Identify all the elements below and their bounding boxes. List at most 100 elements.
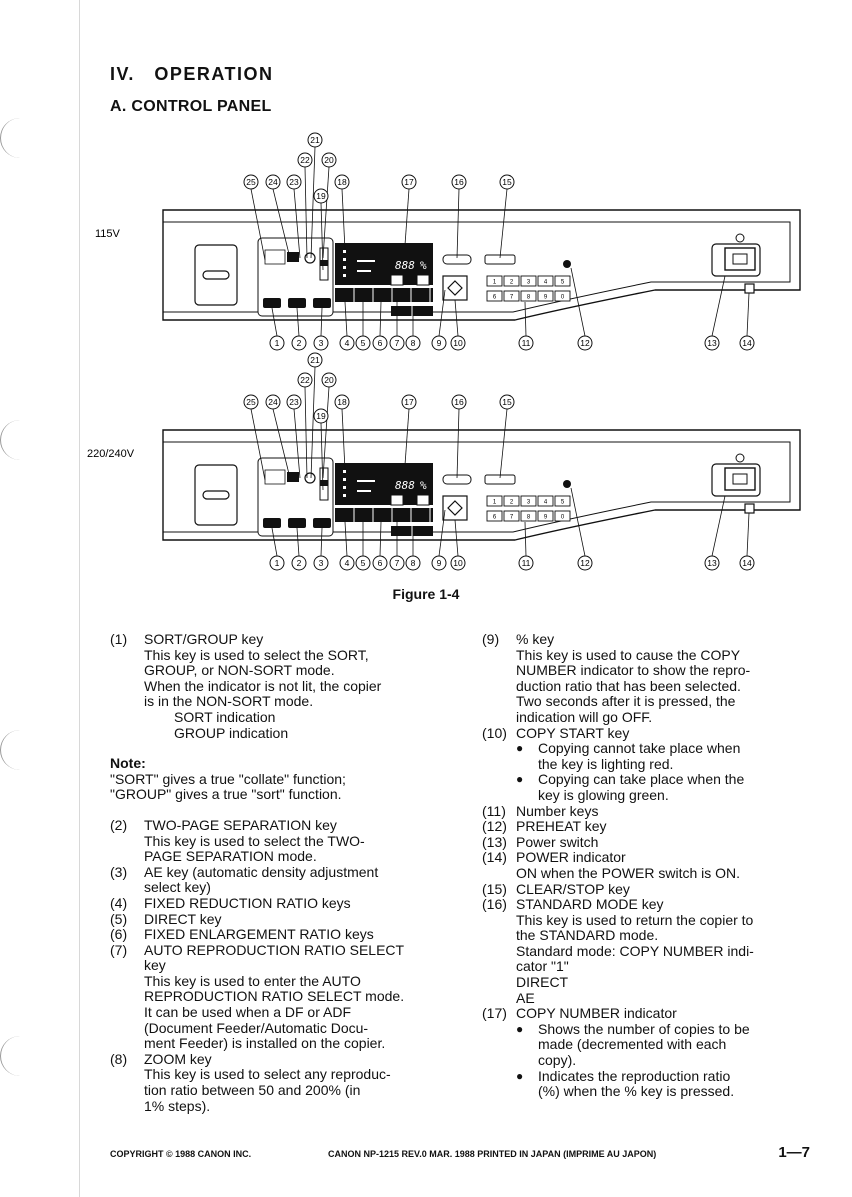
callout-label: 10	[453, 338, 463, 348]
callout-label: 18	[337, 397, 347, 407]
bullet-continuation: copy).	[538, 1052, 577, 1069]
percent-key	[390, 494, 404, 506]
item-title: COPY START key	[516, 724, 630, 741]
note-line: "SORT" gives a true "collate" function;	[110, 770, 346, 787]
callout-label: 8	[411, 558, 416, 568]
callout-label: 20	[324, 375, 334, 385]
item-title: FIXED REDUCTION RATIO keys	[144, 894, 351, 911]
number-key-label: 9	[544, 295, 548, 301]
key-description-item: (14)POWER indicator	[482, 850, 812, 866]
callout-label: 9	[437, 558, 442, 568]
number-key	[520, 495, 537, 507]
footer-document-info: CANON NP-1215 REV.0 MAR. 1988 PRINTED IN…	[328, 1149, 657, 1159]
description-line: indication will go OFF.	[516, 708, 653, 725]
number-key-label: 7	[510, 295, 514, 301]
callout-number: 8	[405, 555, 421, 571]
description-line: key	[144, 957, 166, 974]
number-key-label: 4	[544, 500, 548, 506]
callout-label: 13	[707, 338, 717, 348]
callout-number: 13	[704, 555, 720, 571]
callout-number: 17	[401, 394, 417, 410]
bullet-continuation: made (decremented with each	[538, 1036, 727, 1053]
item-title: AE key (automatic density adjustment	[144, 863, 379, 880]
punch-hole-mark	[0, 118, 31, 158]
number-key-label: 1	[493, 280, 497, 286]
ratio-key-row	[335, 508, 433, 522]
key-description-item: (17)COPY NUMBER indicator	[482, 1006, 812, 1022]
ae-key	[313, 518, 331, 528]
item-title: POWER indicator	[516, 849, 626, 866]
punch-hole-mark	[0, 730, 31, 770]
section-number: IV.	[110, 64, 135, 84]
callout-label: 1	[275, 338, 280, 348]
number-key-label: 5	[561, 280, 565, 286]
callout-number: 3	[313, 335, 329, 351]
group-icon	[287, 472, 299, 482]
callout-number: 19	[313, 408, 329, 424]
spacer	[110, 803, 450, 818]
number-key-label: 0	[561, 515, 565, 521]
percent-icon: %	[420, 479, 427, 492]
item-title: STANDARD MODE key	[516, 896, 664, 913]
power-indicator	[744, 503, 755, 514]
description-line: This key is used to enter the AUTO	[144, 972, 361, 989]
voltage-label: 115V	[95, 228, 121, 240]
callout-label: 16	[454, 397, 464, 407]
item-title: SORT/GROUP key	[144, 631, 264, 647]
start-icon	[447, 280, 463, 296]
callout-label: 1	[275, 558, 280, 568]
number-key	[503, 510, 520, 522]
callout-label: 23	[289, 177, 299, 187]
item-number: (4)	[110, 894, 128, 911]
number-key-label: 9	[544, 515, 548, 521]
bullet-text: Indicates the reproduction ratio	[538, 1067, 731, 1084]
voltage-label: 220/240V	[87, 448, 135, 460]
callout-number: 8	[405, 335, 421, 351]
number-key	[554, 290, 571, 302]
key-description-item: (13)Power switch	[482, 834, 812, 851]
callout-label: 25	[246, 177, 256, 187]
bullet-item: ● Indicates the reproduction ratio	[482, 1067, 812, 1085]
two-page-separation-key	[288, 518, 306, 528]
callout-label: 15	[502, 177, 512, 187]
item-title: % key	[516, 631, 555, 647]
callout-number: 2	[291, 555, 307, 571]
key-description-item: (16)STANDARD MODE key	[482, 896, 812, 913]
description-line: select key)	[144, 879, 211, 896]
callout-label: 4	[345, 558, 350, 568]
description-line: REPRODUCTION RATIO SELECT mode.	[144, 988, 405, 1005]
ae-key	[313, 298, 331, 308]
item-number: (12)	[482, 818, 507, 835]
callout-number: 17	[401, 174, 417, 190]
key-description-item: (8) ZOOM key	[110, 1050, 450, 1068]
callout-number: 21	[307, 352, 323, 368]
bullet-item: ●Copying cannot take place when	[482, 741, 812, 757]
item-title: ZOOM key	[144, 1050, 212, 1067]
callout-label: 7	[395, 558, 400, 568]
key-description-item: (9)% key	[482, 631, 812, 648]
callout-label: 10	[453, 558, 463, 568]
description-line: ON when the POWER switch is ON.	[516, 864, 741, 881]
number-key-label: 2	[510, 280, 514, 286]
callout-number: 25	[243, 174, 259, 190]
number-key	[554, 510, 571, 522]
callout-number: 12	[577, 555, 593, 571]
callout-label: 14	[742, 558, 752, 568]
bullet-continuation: the key is lighting red.	[538, 755, 674, 772]
description-line: This key is used to select the SORT,	[144, 646, 369, 663]
bullet-icon: ●	[516, 1068, 524, 1083]
item-number: (8)	[110, 1050, 128, 1067]
callout-number: 16	[451, 174, 467, 190]
callout-number: 3	[313, 555, 329, 571]
indication-line: SORT indication	[174, 708, 276, 725]
description-line: GROUP, or NON-SORT mode.	[144, 662, 335, 679]
callout-number: 20	[321, 372, 337, 388]
punch-hole-mark	[0, 420, 31, 460]
callout-number: 9	[431, 555, 447, 571]
key-description-item: (11)Number keys	[482, 803, 812, 820]
subsection-label: A.	[110, 98, 127, 115]
copy-start-key	[442, 275, 468, 301]
percent-icon: %	[420, 259, 427, 272]
